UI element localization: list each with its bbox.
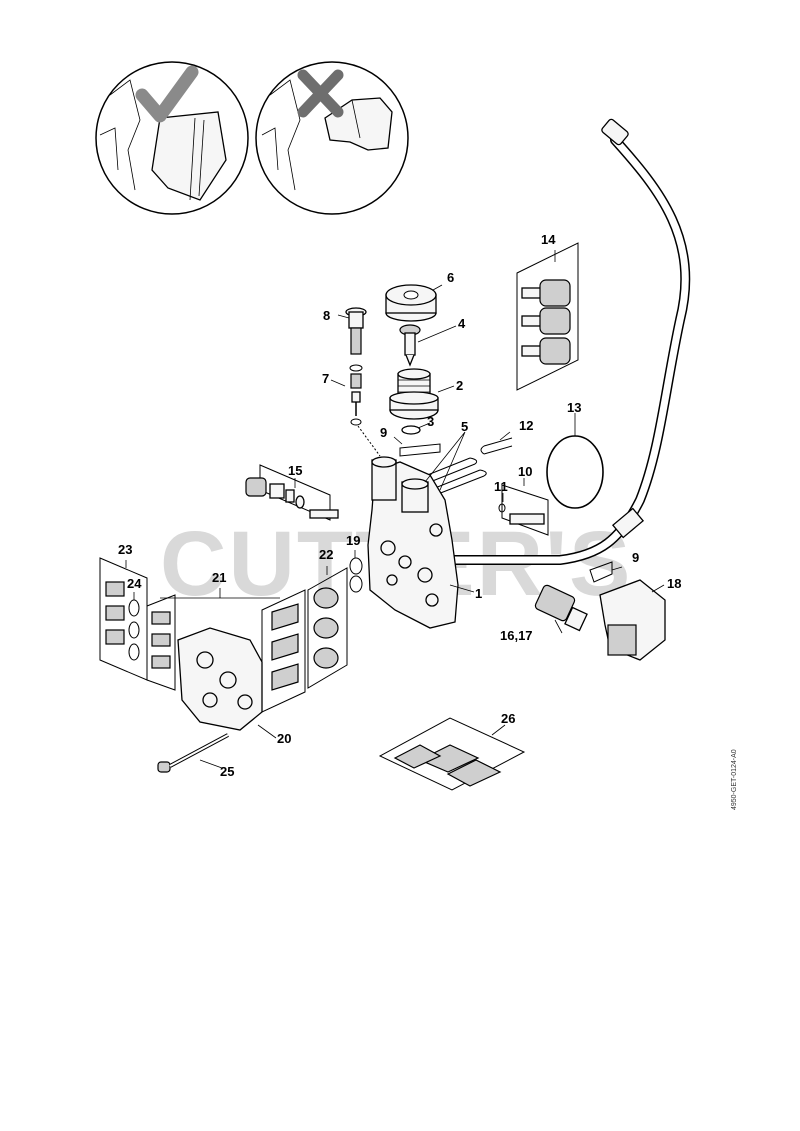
callout-20: 20	[277, 731, 291, 746]
part-7-spring-set	[349, 364, 381, 457]
part-22-seals	[307, 567, 348, 689]
part-18-trigger-housing	[599, 579, 666, 661]
callout-9-top: 9	[380, 425, 387, 440]
pressure-hose	[435, 118, 691, 565]
part-14-check-valves	[516, 242, 579, 391]
callout-5: 5	[461, 419, 468, 434]
drawing-code: 4950-GET-0124-A0	[731, 749, 738, 810]
callout-22: 22	[319, 547, 333, 562]
part-23-24-valve-set	[99, 557, 148, 681]
callout-4: 4	[458, 316, 466, 331]
callout-21: 21	[212, 570, 226, 585]
callout-24: 24	[127, 576, 142, 591]
callout-labels: 6 4 2 3 5 12 13 14 8 7 9 15 10 11 9 18 1…	[118, 232, 681, 779]
callout-26: 26	[501, 711, 515, 726]
callout-8: 8	[323, 308, 330, 323]
part-6-cap	[385, 284, 437, 322]
part-26-gasket-kit	[378, 717, 526, 791]
part-8-valve-insert	[345, 307, 367, 355]
part-20-crankcase	[177, 627, 263, 731]
correct-installation-detail	[95, 61, 249, 215]
callout-10: 10	[518, 464, 532, 479]
part-2-fitting	[389, 368, 439, 420]
callout-3: 3	[427, 414, 434, 429]
callout-1: 1	[475, 586, 482, 601]
part-19-o-rings	[349, 557, 363, 593]
callout-12: 12	[519, 418, 533, 433]
callout-25: 25	[220, 764, 234, 779]
part-16-17-unloader	[534, 584, 588, 632]
callout-2: 2	[456, 378, 463, 393]
retaining-clips	[399, 437, 613, 583]
correct-checkmark-icon	[135, 65, 199, 123]
callout-19: 19	[346, 533, 360, 548]
leader-lines	[125, 250, 665, 769]
part-3-o-ring	[401, 425, 421, 435]
part-4-valve	[399, 324, 421, 367]
callout-9-bottom: 9	[632, 550, 639, 565]
callout-11: 11	[494, 479, 508, 494]
incorrect-installation-detail	[255, 61, 409, 215]
part-1-pump-housing	[367, 456, 459, 629]
callout-15: 15	[288, 463, 302, 478]
callout-13: 13	[567, 400, 581, 415]
o-ring-13	[546, 435, 604, 509]
part-15-nipple-set	[245, 464, 339, 521]
callout-23: 23	[118, 542, 132, 557]
callout-6: 6	[447, 270, 454, 285]
callout-7: 7	[322, 371, 329, 386]
part-10-fitting	[498, 484, 549, 536]
callout-16-17: 16,17	[500, 628, 533, 643]
incorrect-cross-icon	[297, 69, 344, 118]
part-25-bolt	[157, 733, 229, 773]
callout-14: 14	[541, 232, 556, 247]
callout-18: 18	[667, 576, 681, 591]
